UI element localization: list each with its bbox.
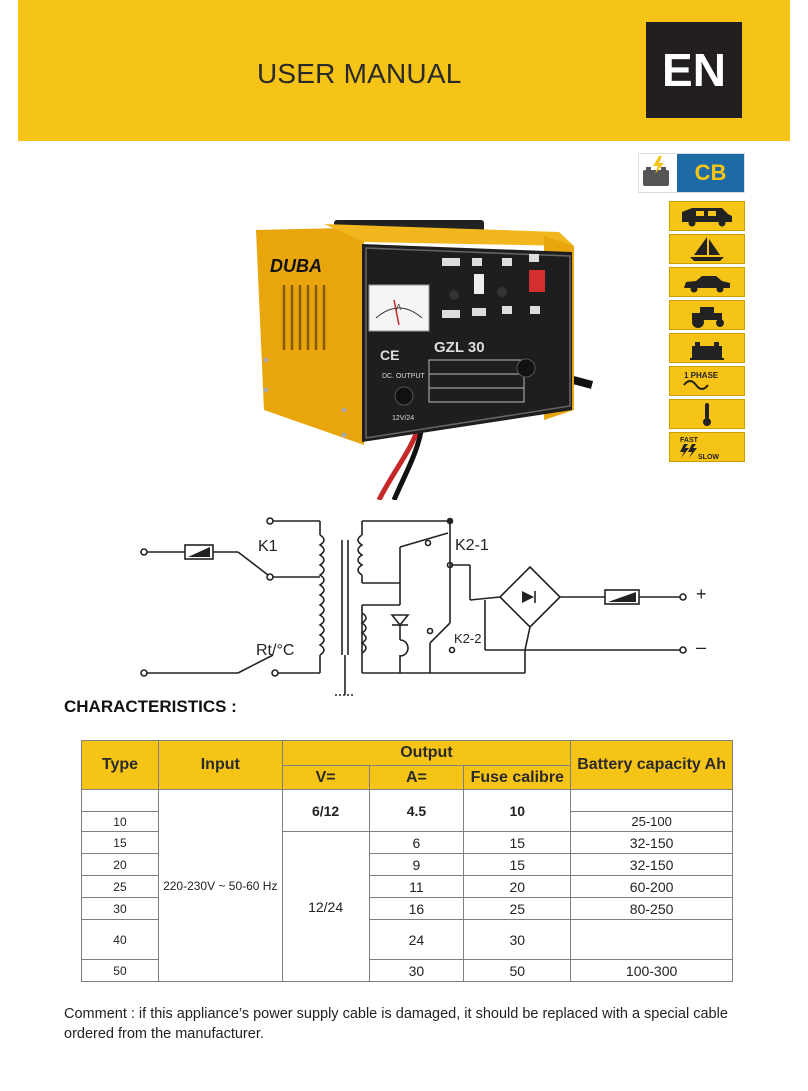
car-icon [669, 267, 745, 297]
type-cell: 25 [81, 875, 159, 898]
type-cell: 40 [81, 919, 159, 960]
header-fuse: Fuse calibre [463, 765, 572, 790]
fuse-cell: 15 [463, 853, 572, 876]
tractor-icon [669, 300, 745, 330]
header-type: Type [81, 740, 159, 790]
fuse-cell: 20 [463, 875, 572, 898]
table-cell [81, 789, 159, 812]
voltage-6-12: 6/12 [281, 789, 370, 832]
header-input: Input [157, 740, 283, 790]
battery-cell: 100-300 [570, 959, 733, 982]
language-badge: EN [646, 22, 742, 118]
amps-cell: 9 [368, 853, 465, 876]
fast-label: FAST [680, 437, 699, 444]
fuse-cell: 30 [463, 919, 572, 960]
amps-cell: 11 [368, 875, 465, 898]
van-icon [669, 201, 745, 231]
characteristics-heading: CHARACTERISTICS : [64, 697, 237, 716]
rtc-label: Rt/°C [256, 642, 294, 659]
dc-output-label: DC. OUTPUT [382, 373, 426, 380]
header-v: V= [281, 765, 370, 790]
header-a: A= [368, 765, 465, 790]
meter-label: A [396, 303, 402, 312]
brand-logo: DUBA [270, 256, 322, 276]
page-title: USER MANUAL [257, 58, 462, 89]
minus-label: – [696, 637, 706, 657]
k2-2-label: K2-2 [454, 631, 481, 646]
header-battery: Battery capacity Ah [570, 740, 733, 790]
battery-cell: 32-150 [570, 831, 733, 854]
battery-cell: 80-250 [570, 897, 733, 920]
plus-label: + [696, 584, 707, 604]
single-phase-icon: 1 PHASE [669, 366, 745, 396]
amps-cell: 30 [368, 959, 465, 982]
k1-label: K1 [258, 538, 278, 555]
type-10: 10 [81, 811, 159, 832]
amps-cell: 24 [368, 919, 465, 960]
fuse-cell: 50 [463, 959, 572, 982]
battery-cell: 32-150 [570, 853, 733, 876]
model-label: GZL 30 [434, 339, 485, 356]
voltage-label: 12V/24 [392, 415, 414, 422]
circuit-diagram: K1 K2-1 K2-2 Rt/°C + – [130, 505, 730, 700]
voltage-12-24: 12/24 [281, 831, 370, 982]
type-cell: 20 [81, 853, 159, 876]
slow-label: SLOW [698, 454, 719, 461]
header-output: Output [281, 740, 572, 766]
k2-1-label: K2-1 [455, 537, 489, 554]
fuse-cell: 25 [463, 897, 572, 920]
thermometer-icon [669, 399, 745, 429]
type-cell: 15 [81, 831, 159, 854]
amps-10: 4.5 [368, 789, 465, 832]
input-value: 220-230V ~ 50-60 Hz [157, 789, 283, 982]
type-cell: 30 [81, 897, 159, 920]
cb-badge: CB [638, 153, 745, 193]
type-cell: 50 [81, 959, 159, 982]
single-phase-label: 1 PHASE [684, 371, 719, 380]
comment-text: Comment : if this appliance’s power supp… [64, 1006, 728, 1042]
fuse-cell: 15 [463, 831, 572, 854]
battery-charger-image: DUBA A CE GZL 30 DC. OUTPUT 12V/24 [244, 210, 594, 502]
battery-icon [669, 333, 745, 363]
battery-charging-icon [639, 154, 677, 192]
fast-slow-icon: FAST SLOW [669, 432, 745, 462]
sailboat-icon [669, 234, 745, 264]
battery-cell [570, 919, 733, 960]
ce-mark: CE [380, 347, 399, 363]
battery-10: 25-100 [570, 811, 733, 832]
table-cell [570, 789, 733, 812]
cb-label: CB [677, 154, 744, 192]
amps-cell: 16 [368, 897, 465, 920]
fuse-10: 10 [463, 789, 572, 832]
battery-cell: 60-200 [570, 875, 733, 898]
characteristics-table: Type Input Output Battery capacity Ah V=… [81, 740, 733, 982]
amps-cell: 6 [368, 831, 465, 854]
